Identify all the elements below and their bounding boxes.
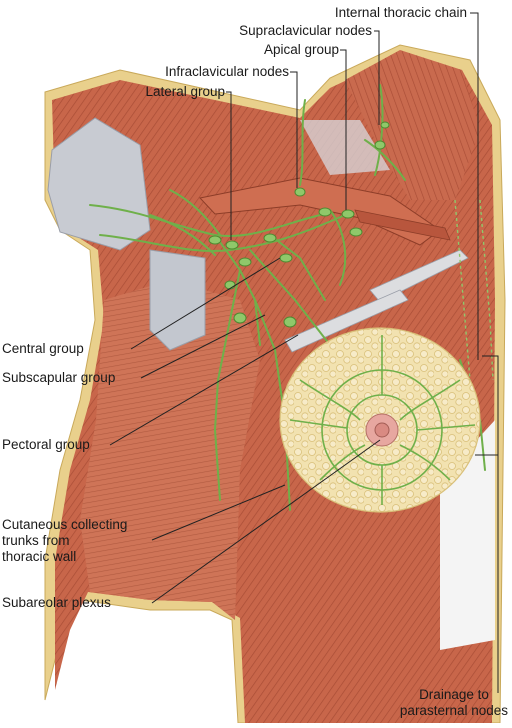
nipple: [374, 422, 390, 438]
clavicle: [199, 177, 441, 246]
label-central-group: Central group: [2, 341, 84, 356]
serratus-muscle: [80, 280, 260, 620]
gland-lymphatics: [289, 335, 476, 505]
label-supraclavicular-nodes: Supraclavicular nodes: [239, 23, 372, 38]
lymph-nodes: [208, 121, 390, 328]
label-infraclavicular-nodes: Infraclavicular nodes: [165, 64, 289, 79]
label-cutaneous-collecting-trunks: Cutaneous collecting trunks from thoraci…: [2, 517, 128, 564]
label-pectoral-group: Pectoral group: [2, 437, 90, 452]
label-drainage-to-parasternal: Drainage to parasternal nodes: [399, 687, 508, 718]
label-lateral-group: Lateral group: [145, 84, 225, 99]
lymphatic-vessels: [89, 84, 486, 511]
leader-lines: [109, 12, 499, 693]
rib: [284, 289, 409, 353]
internal-thoracic-chain: [454, 199, 494, 381]
label-apical-group: Apical group: [263, 42, 339, 57]
arm-tendon-lower: [149, 249, 206, 351]
label-subareolar-plexus: Subareolar plexus: [2, 595, 111, 610]
label-internal-thoracic-chain: Internal thoracic chain: [334, 5, 467, 20]
label-subscapular-group: Subscapular group: [2, 370, 116, 385]
rib: [369, 249, 469, 303]
neck-tendon: [300, 120, 390, 175]
subclavius-muscle: [354, 209, 451, 241]
